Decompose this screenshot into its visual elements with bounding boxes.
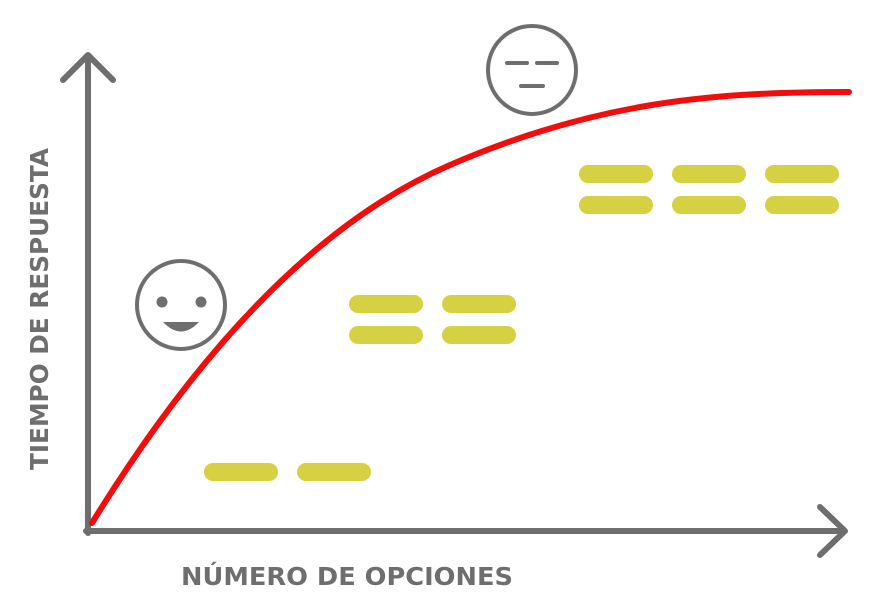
option-group-two-options [204,463,371,481]
option-bar [579,196,653,214]
smiling-face-left-eye [156,296,168,308]
option-groups [204,165,839,481]
y-axis-arrowhead [60,52,116,83]
option-bar [349,326,423,344]
x-axis-arrowhead [817,504,848,558]
option-bar [442,295,516,313]
smiling-face-mouth [163,322,199,332]
x-axis-label: NÚMERO DE OPCIONES [181,561,513,591]
response-time-curve [89,89,852,526]
option-bar [349,295,423,313]
expressionless-face-outline [486,24,578,116]
option-bar [442,326,516,344]
option-bar [579,165,653,183]
smiling-face-icon [135,259,227,351]
smiling-face-outline [135,259,227,351]
option-bar [672,196,746,214]
smiling-face-right-eye [195,296,207,308]
option-bar [204,463,278,481]
option-bar [672,165,746,183]
option-bar [297,463,371,481]
option-group-four-options [349,295,516,344]
option-group-six-options [579,165,839,214]
option-bar [765,165,839,183]
y-axis-label: TIEMPO DE RESPUESTA [25,147,54,470]
option-bar [765,196,839,214]
expressionless-face-icon [486,24,578,116]
axes [60,52,848,558]
